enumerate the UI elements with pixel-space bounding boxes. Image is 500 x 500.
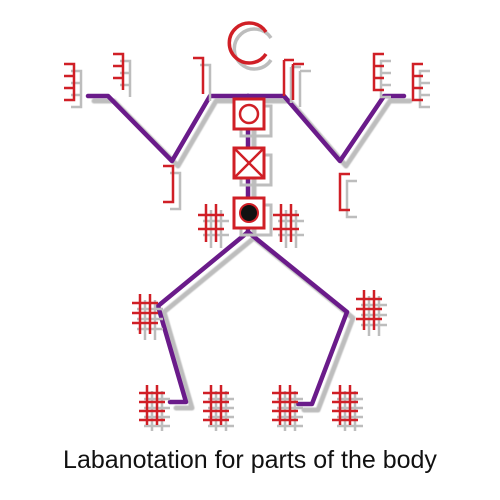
left-hand-symbol [64,62,83,109]
left-leg-line [155,229,251,405]
pelvis-symbol [232,196,273,237]
left-ankle-symbol [139,385,170,431]
right-hip-symbol [273,204,304,248]
right-ankle-symbol [332,385,363,431]
right-hand-symbol [372,52,391,99]
left-knee-symbol [132,294,163,340]
right-knee-symbol [356,290,387,336]
chest-symbol [232,97,273,138]
right-fingers-symbol [411,62,430,109]
waist-symbol [232,146,273,187]
left-arm-line [85,93,251,164]
right-elbow-symbol [338,172,357,219]
head-symbol [227,21,273,71]
right-foot-symbol [272,385,303,431]
skeleton [85,93,407,407]
diagram-caption: Labanotation for parts of the body [63,446,437,474]
left-hip-symbol [198,204,229,248]
left-fingers-symbol [113,52,132,97]
right-leg-line [245,229,350,407]
right-shoulder-symbol [282,58,311,107]
left-elbow-symbol [163,164,182,211]
left-shoulder-symbol [193,56,212,101]
left-foot-symbol [203,385,234,431]
